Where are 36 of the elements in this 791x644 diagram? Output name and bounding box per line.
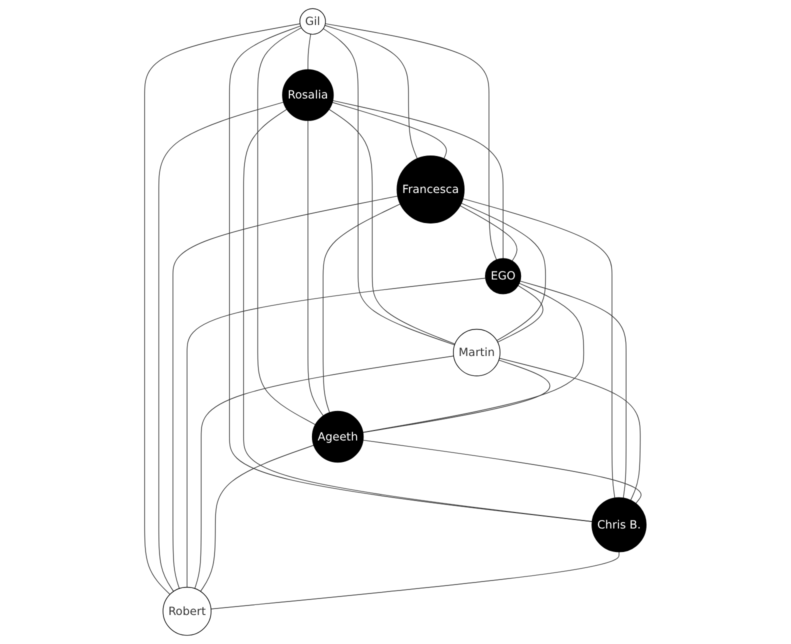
connector [332, 100, 504, 259]
connector [323, 28, 456, 346]
connector [462, 198, 616, 498]
node-circle: Francesca [396, 156, 465, 224]
connector [332, 102, 447, 159]
connector [499, 358, 641, 501]
node-circle: EGO [485, 258, 522, 294]
connector [200, 444, 314, 592]
connector [144, 23, 300, 595]
connector [322, 204, 401, 413]
connector [460, 205, 518, 262]
connector [497, 285, 544, 343]
connector [229, 26, 592, 522]
connector [328, 108, 456, 344]
node-circle: Robert [162, 586, 212, 636]
connector [210, 552, 620, 610]
connector [520, 280, 627, 498]
node-circle: Ageeth [312, 410, 364, 463]
connector [158, 102, 284, 592]
connector [362, 282, 584, 433]
connector [325, 23, 497, 260]
node-circle: Rosalia [282, 69, 334, 121]
node-circle: Gil [300, 8, 326, 35]
connector [362, 360, 550, 433]
connector [257, 27, 316, 425]
connector [186, 278, 486, 588]
connector [243, 108, 593, 522]
node-circle: Martin [453, 328, 500, 376]
connector [362, 440, 642, 504]
connector [461, 202, 546, 341]
connector [308, 34, 312, 70]
connector [172, 196, 398, 589]
node-circle: Chris B. [592, 497, 647, 552]
connector [324, 25, 418, 159]
connector [194, 356, 454, 589]
connector [308, 120, 324, 416]
